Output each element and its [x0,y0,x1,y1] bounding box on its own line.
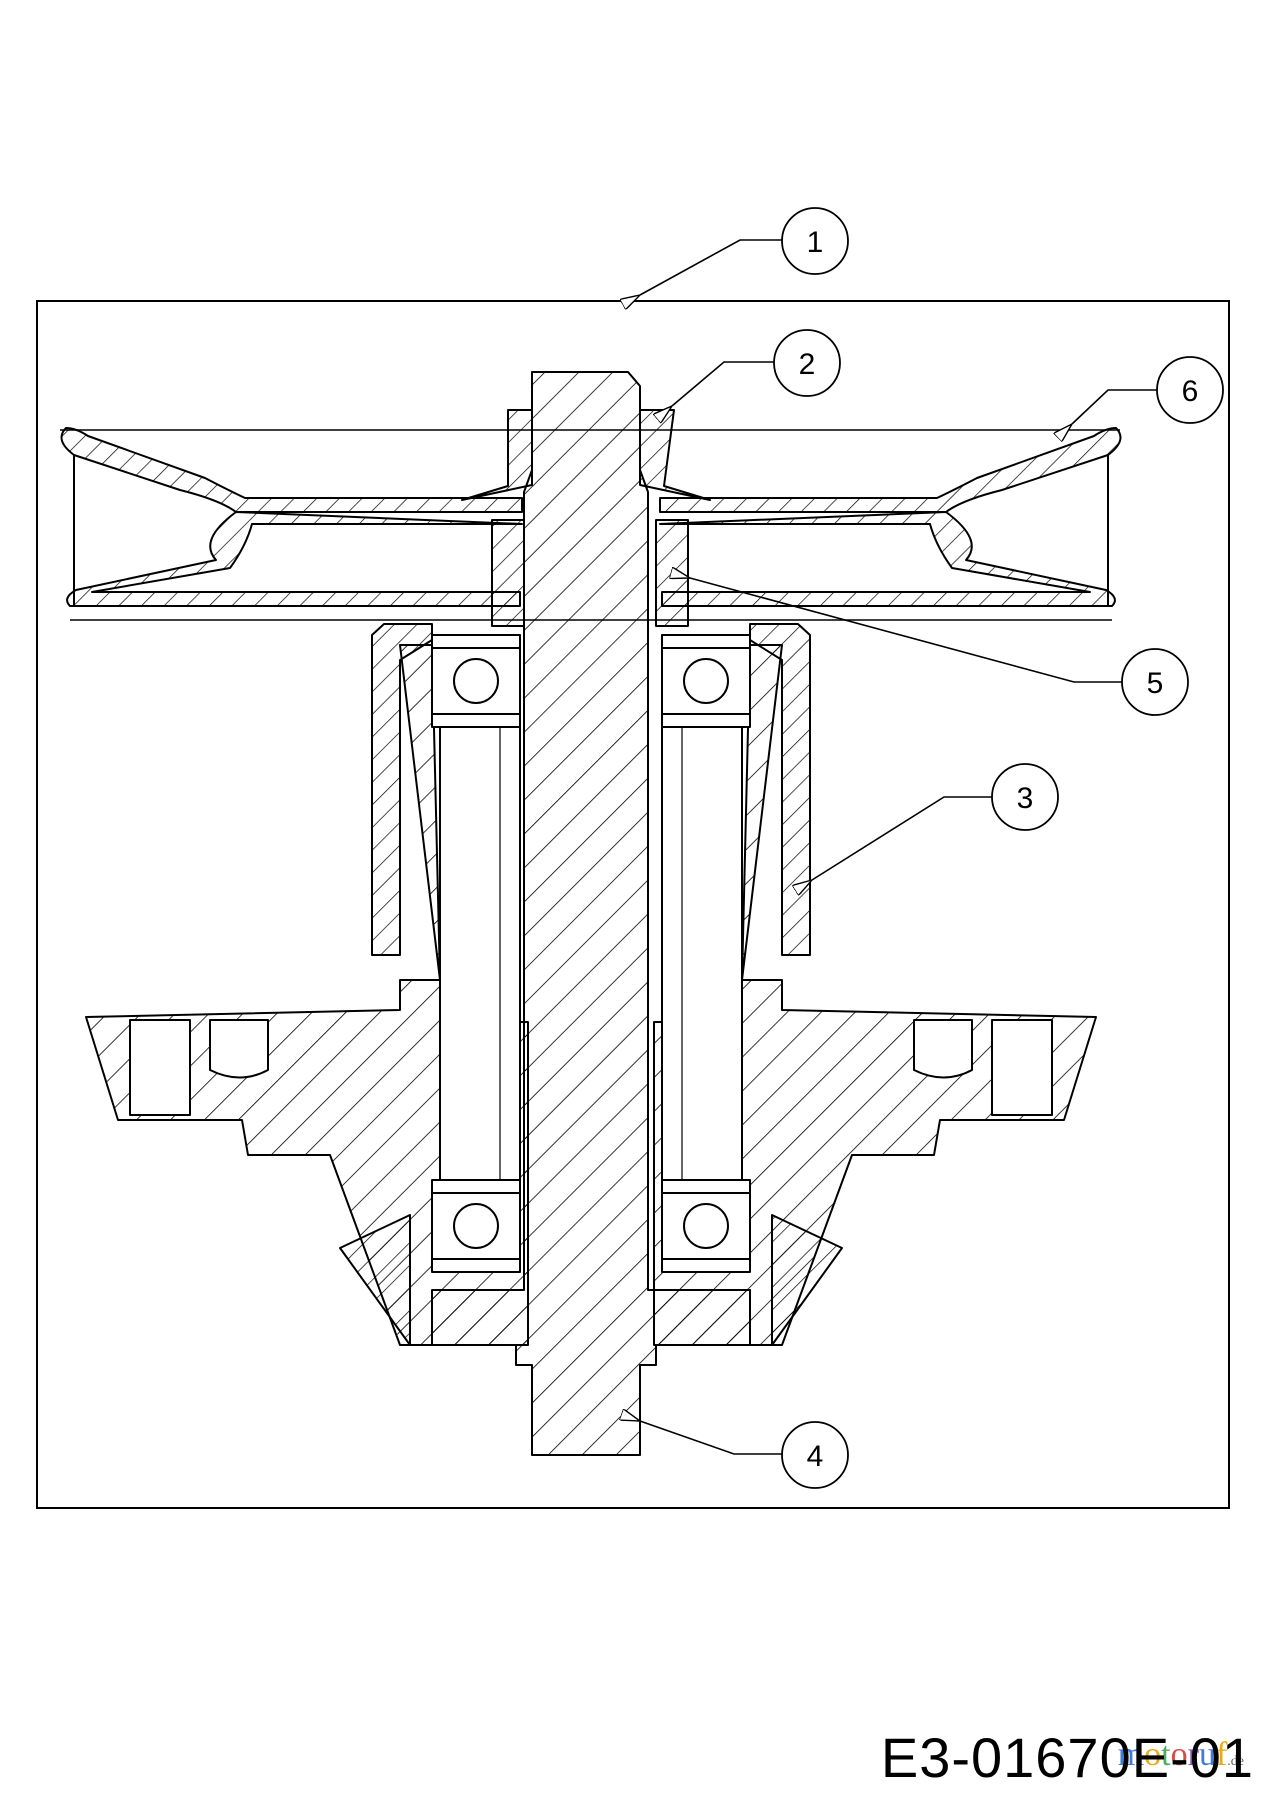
callout-bubble-3: 3 [991,763,1059,831]
bearing-sleeve [439,726,743,1181]
callout-bubble-4: 4 [781,1421,849,1489]
callout-bubble-1: 1 [781,207,849,275]
bearing-top [431,634,751,728]
callout-number: 4 [807,1440,824,1473]
bearing-bottom [431,1179,751,1273]
watermark-letter: f [1215,1736,1228,1773]
leader-3 [812,796,992,880]
watermark-letter: o [1144,1736,1162,1773]
callout-number: 6 [1182,375,1199,408]
nut [461,409,711,501]
spindle-cross-section [60,371,1122,1456]
callout-bubble-6: 6 [1156,356,1224,424]
watermark-letter: o [1170,1736,1188,1773]
leader-2 [672,361,774,406]
callout-number: 3 [1017,782,1034,815]
spindle-housing [85,623,1097,1346]
drawing-code: E3-01670E-01 [880,1726,1254,1789]
leader-4 [640,1421,782,1455]
callout-number: 1 [807,226,824,259]
spacer [491,519,689,627]
watermark-logo: motoruf.de [1118,1736,1244,1774]
callout-leaders [640,239,1158,1455]
leader-1 [640,239,782,295]
pulley [60,427,1122,621]
watermark-suffix: .de [1227,1754,1244,1769]
leader-5 [690,578,1122,683]
watermark-letter: t [1161,1736,1171,1773]
callout-number: 2 [799,348,816,381]
watermark-letter: u [1198,1736,1216,1773]
callout-bubble-2: 2 [773,329,841,397]
leader-6 [1072,389,1158,424]
watermark-letter: r [1187,1736,1199,1773]
callout-number: 5 [1147,667,1164,700]
watermark-letter: m [1117,1736,1145,1773]
callout-bubble-5: 5 [1121,648,1189,716]
